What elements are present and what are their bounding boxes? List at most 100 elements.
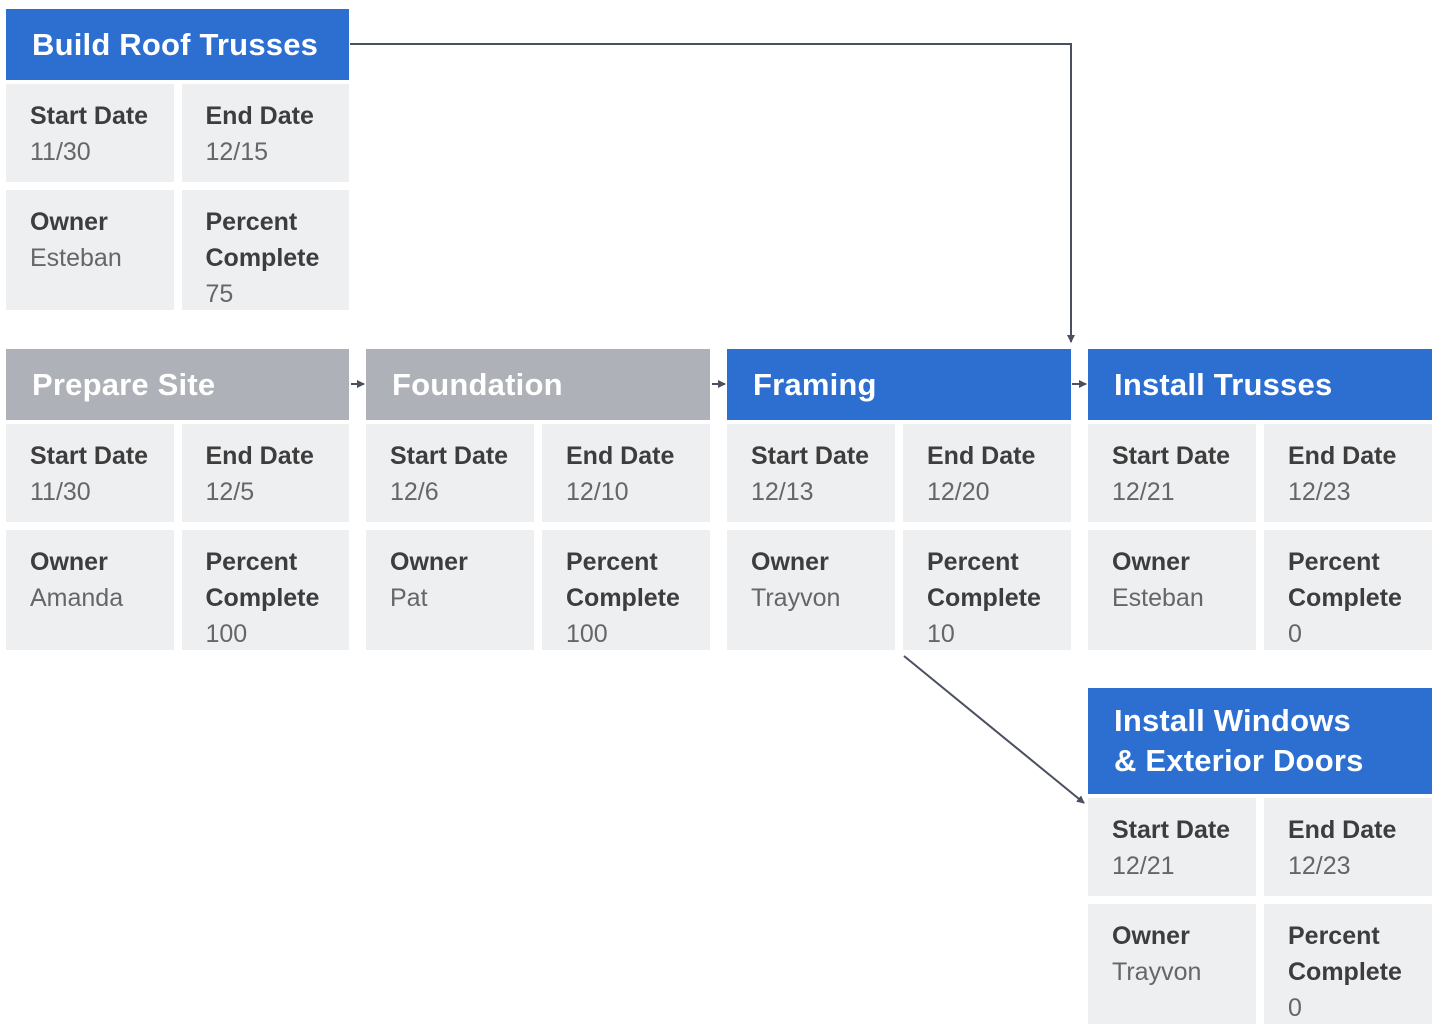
task-title-text-line1: Install Windows <box>1114 703 1351 738</box>
task-title-text-line2: & Exterior Doors <box>1114 743 1364 778</box>
start-date-label: Start Date <box>30 442 149 470</box>
task-title: Foundation <box>366 349 710 420</box>
task-title: Install Windows & Exterior Doors <box>1088 688 1432 794</box>
end-date-value: 12/10 <box>566 478 629 506</box>
percent-complete-cell: Percent Complete 0 <box>1264 530 1432 650</box>
owner-value: Esteban <box>30 244 122 272</box>
start-date-value: 11/30 <box>30 478 91 506</box>
percent-label-line1: Percent <box>927 548 1019 576</box>
percent-complete-value: 10 <box>927 620 955 648</box>
start-date-value: 12/21 <box>1112 852 1175 880</box>
end-date-cell: End Date 12/15 <box>181 84 349 182</box>
percent-complete-cell: Percent Complete 75 <box>181 190 349 310</box>
owner-value: Amanda <box>30 584 124 612</box>
end-date-cell: End Date 12/23 <box>1264 424 1432 522</box>
task-title-text: Build Roof Trusses <box>32 26 319 62</box>
percent-label-line2: Complete <box>566 584 680 612</box>
percent-label-line1: Percent <box>566 548 658 576</box>
percent-label-line2: Complete <box>1288 584 1402 612</box>
owner-label: Owner <box>1112 922 1190 950</box>
end-date-label: End Date <box>205 442 314 470</box>
end-date-value: 12/5 <box>205 478 255 506</box>
start-date-cell: Start Date 12/13 <box>727 424 895 522</box>
start-date-value: 12/6 <box>390 478 439 506</box>
task-details: Start Date 11/30 End Date 12/5 Owner Ama… <box>6 424 349 650</box>
start-date-label: Start Date <box>1112 442 1231 470</box>
owner-cell: Owner Esteban <box>6 190 174 310</box>
percent-complete-cell: Percent Complete 0 <box>1264 904 1432 1024</box>
task-card-build-roof-trusses[interactable]: Build Roof Trusses Start Date 11/30 End … <box>6 9 349 310</box>
task-title-text: Install Trusses <box>1114 366 1333 402</box>
percent-complete-value: 100 <box>205 620 248 648</box>
start-date-label: Start Date <box>30 102 149 130</box>
task-title: Prepare Site <box>6 349 349 420</box>
task-card-framing[interactable]: Framing Start Date 12/13 End Date 12/20 … <box>727 349 1071 650</box>
owner-cell: Owner Amanda <box>6 530 174 650</box>
task-details: Start Date 12/21 End Date 12/23 Owner Es… <box>1088 424 1432 650</box>
start-date-cell: Start Date 12/21 <box>1088 798 1256 896</box>
percent-complete-value: 75 <box>205 280 234 308</box>
task-title-text: Prepare Site <box>32 366 216 402</box>
task-title-text: Framing <box>753 366 877 402</box>
owner-cell: Owner Trayvon <box>1088 904 1256 1024</box>
owner-cell: Owner Pat <box>366 530 534 650</box>
percent-complete-cell: Percent Complete 10 <box>903 530 1071 650</box>
start-date-cell: Start Date 12/21 <box>1088 424 1256 522</box>
task-title-text: Foundation <box>392 366 563 402</box>
percent-complete-value: 0 <box>1288 994 1302 1022</box>
percent-label-line1: Percent <box>205 548 298 576</box>
owner-label: Owner <box>751 548 829 576</box>
owner-value: Trayvon <box>751 584 841 612</box>
percent-complete-cell: Percent Complete 100 <box>181 530 349 650</box>
owner-cell: Owner Trayvon <box>727 530 895 650</box>
end-date-label: End Date <box>1288 816 1397 844</box>
percent-complete-value: 100 <box>566 620 608 648</box>
owner-value: Esteban <box>1112 584 1204 612</box>
end-date-cell: End Date 12/20 <box>903 424 1071 522</box>
task-details: Start Date 12/6 End Date 12/10 Owner Pat… <box>366 424 710 650</box>
start-date-value: 12/21 <box>1112 478 1175 506</box>
end-date-cell: End Date 12/10 <box>542 424 710 522</box>
percent-label-line2: Complete <box>1288 958 1402 986</box>
owner-label: Owner <box>390 548 468 576</box>
start-date-value: 11/30 <box>30 138 91 166</box>
end-date-cell: End Date 12/23 <box>1264 798 1432 896</box>
end-date-value: 12/20 <box>927 478 990 506</box>
percent-complete-value: 0 <box>1288 620 1302 648</box>
owner-value: Pat <box>390 584 428 612</box>
task-title: Build Roof Trusses <box>6 9 349 80</box>
start-date-cell: Start Date 11/30 <box>6 424 174 522</box>
start-date-value: 12/13 <box>751 478 814 506</box>
owner-cell: Owner Esteban <box>1088 530 1256 650</box>
percent-label-line1: Percent <box>1288 548 1380 576</box>
percent-label-line2: Complete <box>927 584 1041 612</box>
task-details: Start Date 12/13 End Date 12/20 Owner Tr… <box>727 424 1071 650</box>
connector-build-roof-trusses-to-install-trusses <box>350 43 1075 343</box>
task-details: Start Date 12/21 End Date 12/23 Owner Tr… <box>1088 798 1432 1024</box>
task-title: Framing <box>727 349 1071 420</box>
start-date-cell: Start Date 12/6 <box>366 424 534 522</box>
start-date-label: Start Date <box>751 442 870 470</box>
end-date-label: End Date <box>1288 442 1397 470</box>
task-title: Install Trusses <box>1088 349 1432 420</box>
end-date-value: 12/23 <box>1288 478 1351 506</box>
start-date-label: Start Date <box>390 442 509 470</box>
task-card-install-trusses[interactable]: Install Trusses Start Date 12/21 End Dat… <box>1088 349 1432 650</box>
end-date-label: End Date <box>927 442 1036 470</box>
task-card-install-windows-exterior-doors[interactable]: Install Windows & Exterior Doors Start D… <box>1088 688 1432 1024</box>
end-date-label: End Date <box>566 442 675 470</box>
percent-label-line1: Percent <box>1288 922 1380 950</box>
owner-label: Owner <box>1112 548 1190 576</box>
percent-complete-cell: Percent Complete 100 <box>542 530 710 650</box>
task-card-foundation[interactable]: Foundation Start Date 12/6 End Date 12/1… <box>366 349 710 650</box>
end-date-label: End Date <box>205 102 314 130</box>
percent-label-line1: Percent <box>205 208 298 236</box>
end-date-value: 12/15 <box>205 138 269 166</box>
end-date-value: 12/23 <box>1288 852 1351 880</box>
task-card-prepare-site[interactable]: Prepare Site Start Date 11/30 End Date 1… <box>6 349 349 650</box>
end-date-cell: End Date 12/5 <box>181 424 349 522</box>
owner-label: Owner <box>30 548 108 576</box>
owner-label: Owner <box>30 208 108 236</box>
task-details: Start Date 11/30 End Date 12/15 Owner Es… <box>6 84 349 310</box>
